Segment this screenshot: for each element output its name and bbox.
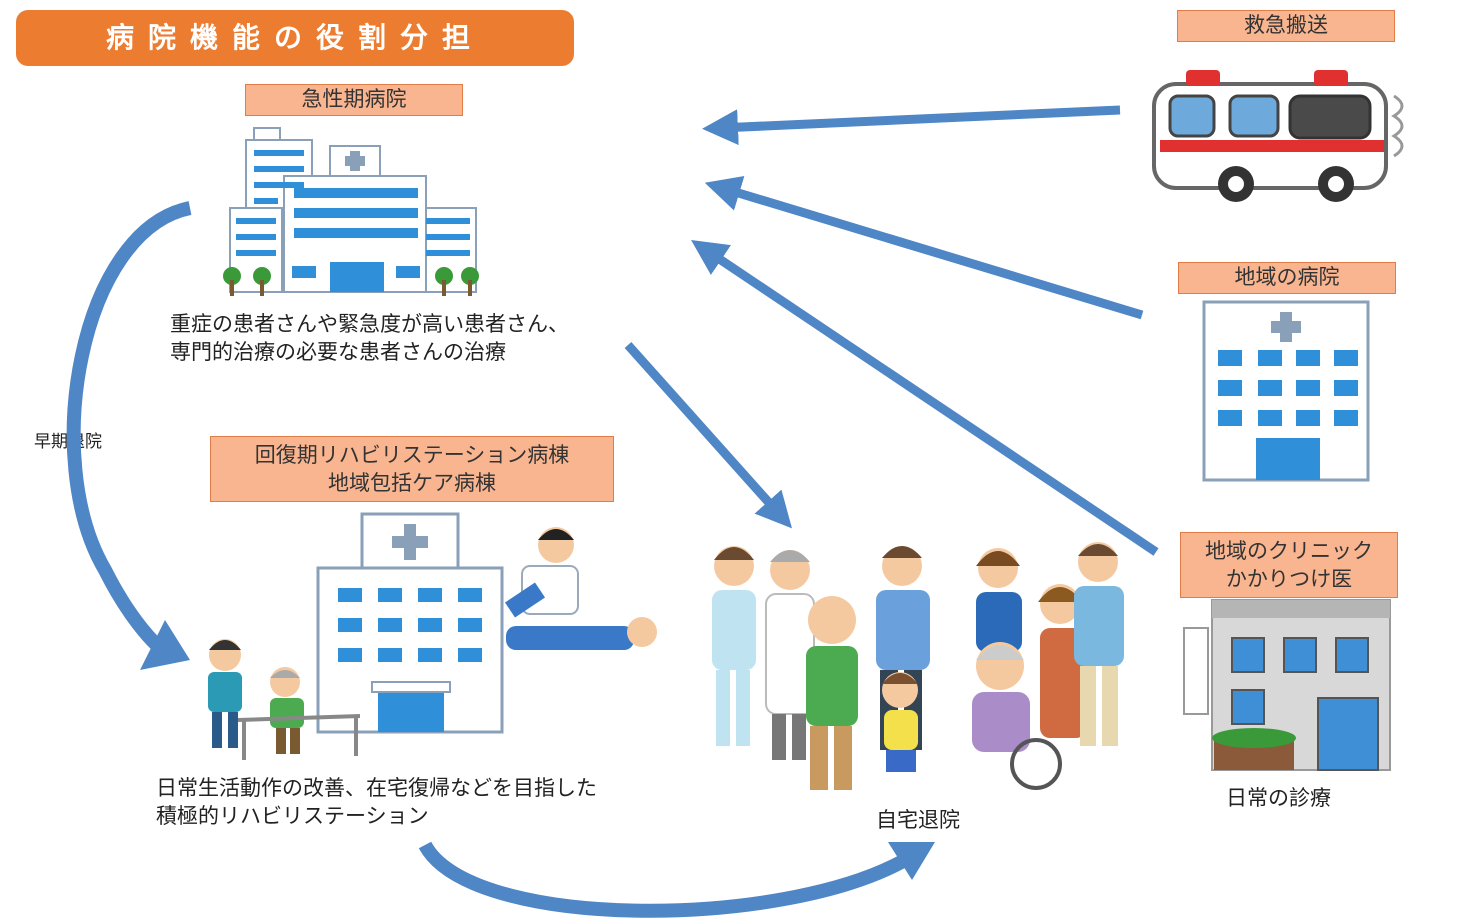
acute-hospital-label: 急性期病院 [245, 84, 463, 116]
recovery-ward-label: 回復期リハビリステーション病棟 地域包括ケア病棟 [210, 436, 614, 502]
arrow-acute-to-home [624, 342, 792, 529]
elderly-woman-wheelchair-figure [972, 642, 1062, 790]
arrow-local-hospital-to-acute [704, 175, 1144, 320]
arrow-early-discharge-head [140, 620, 190, 670]
arrow-clinic-to-acute [691, 239, 1159, 556]
recovery-ward-label-line1: 回復期リハビリステーション病棟 [254, 443, 570, 467]
local-hospital-label: 地域の病院 [1178, 262, 1396, 294]
elderly-man-figure [806, 596, 858, 790]
page-title: 病院機能の役割分担 [16, 10, 574, 66]
clinic-icon [1183, 599, 1391, 771]
rehab-staff-and-patient-icon [208, 639, 361, 760]
clinic-label-line2: かかりつけ医 [1225, 567, 1353, 591]
clinic-label-line1: 地域のクリニック [1205, 539, 1373, 563]
acute-hospital-desc: 重症の患者さんや緊急度が高い患者さん、 専門的治療の必要な患者さんの治療 [170, 310, 569, 366]
acute-desc-line1: 重症の患者さんや緊急度が高い患者さん、 [170, 312, 569, 336]
caregiver-figure [1074, 542, 1124, 746]
recovery-desc-line2: 積極的リハビリステーション [156, 804, 429, 828]
recovery-ward-label-line2: 地域包括ケア病棟 [328, 471, 496, 495]
ambulance-label: 救急搬送 [1177, 10, 1395, 42]
arrow-early-discharge [66, 201, 192, 654]
clinic-label: 地域のクリニック かかりつけ医 [1180, 532, 1398, 598]
recovery-desc: 日常生活動作の改善、在宅復帰などを目指した 積極的リハビリステーション [156, 774, 597, 830]
local-hospital-icon [1202, 300, 1370, 482]
nurse-figure [712, 546, 756, 746]
arrow-recovery-to-home-head [888, 842, 935, 880]
arrows [624, 105, 1159, 556]
ambulance-icon [1152, 70, 1404, 202]
arrow-ambulance-to-acute [702, 105, 1121, 146]
recovery-ward-icon [316, 512, 504, 734]
home-discharge-label: 自宅退院 [876, 808, 960, 832]
woman-figure [976, 548, 1022, 652]
tree-icon [223, 267, 479, 296]
home-discharge-people-icon [712, 542, 1124, 790]
recovery-desc-line1: 日常生活動作の改善、在宅復帰などを目指した [156, 776, 597, 800]
doctor-figure [765, 550, 815, 760]
therapist-and-lying-patient-icon [505, 527, 657, 650]
acute-desc-line2: 専門的治療の必要な患者さんの治療 [170, 340, 506, 364]
child-figure [882, 672, 918, 772]
clinic-desc: 日常の診療 [1226, 786, 1331, 810]
acute-hospital-icon [223, 127, 479, 296]
arrow-recovery-to-home [418, 841, 909, 918]
